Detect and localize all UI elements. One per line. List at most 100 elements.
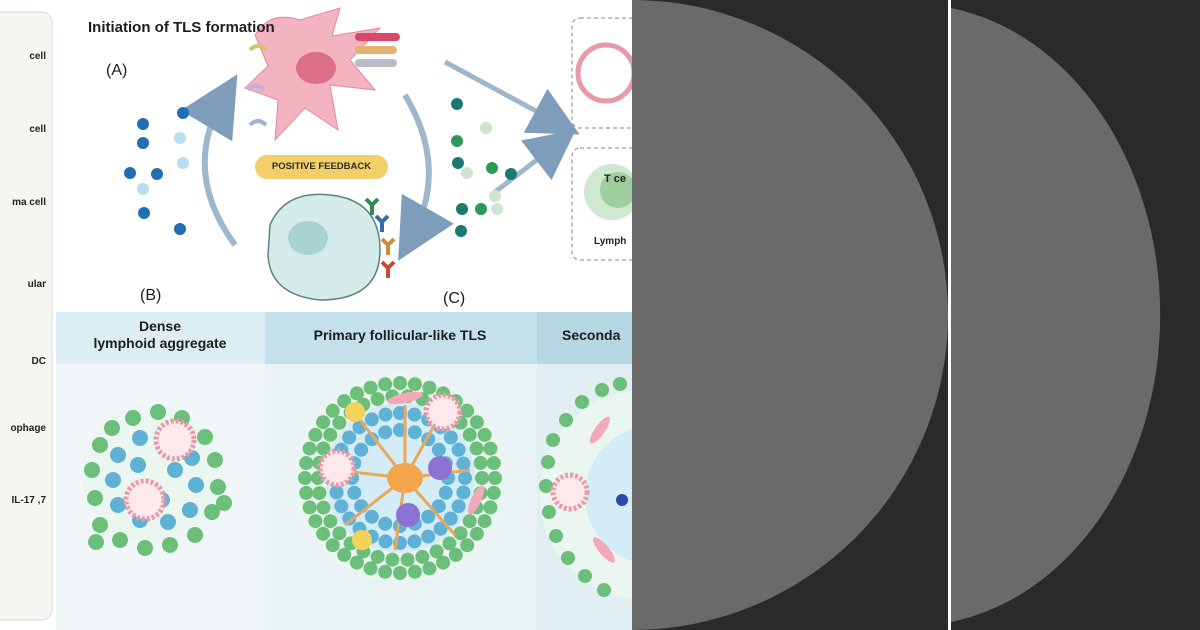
cell-dot xyxy=(329,485,344,500)
cell-dot xyxy=(334,499,349,514)
panel-a-label: (A) xyxy=(106,62,128,79)
cell-dot xyxy=(385,552,400,567)
placeholder-divider xyxy=(948,0,951,630)
feedback-arrow-right xyxy=(398,93,454,261)
dense-aggregate xyxy=(82,404,232,556)
cell-dot xyxy=(299,485,314,500)
legend-label-4: ular xyxy=(27,279,46,290)
cell-dot xyxy=(436,555,451,570)
receptor-3 xyxy=(248,119,268,127)
cell-dot xyxy=(477,427,492,442)
cell-dot xyxy=(325,538,340,553)
placeholder-shape-2 xyxy=(951,8,1161,622)
tcell-label: T ce xyxy=(604,173,627,185)
cell-dot xyxy=(407,564,422,579)
cell-dot xyxy=(325,403,340,418)
cell-dot xyxy=(349,386,364,401)
cell-dot xyxy=(316,415,331,430)
cell-dot xyxy=(347,485,362,500)
cell-dot xyxy=(421,529,436,544)
cell-dot xyxy=(370,392,385,407)
legend-label-6: ophage xyxy=(10,423,46,434)
cell-dot xyxy=(378,377,393,392)
cell-dot xyxy=(422,380,437,395)
cell-dot xyxy=(458,471,472,485)
cell-dot xyxy=(400,552,415,567)
legend-label-2: cell xyxy=(29,124,46,135)
cell-dot xyxy=(443,430,458,445)
cell-dot xyxy=(407,407,422,422)
cell-dot xyxy=(462,514,477,529)
cell-dot xyxy=(451,442,466,457)
cell-dot xyxy=(438,485,453,500)
arrow-to-vessel xyxy=(443,59,580,135)
legend-box xyxy=(0,11,53,621)
cell-dot xyxy=(363,380,378,395)
cell-dot xyxy=(488,471,502,485)
chemokine-dots-blue xyxy=(124,107,189,235)
chemokine-dots-green xyxy=(451,98,517,237)
legend-label-3: ma cell xyxy=(12,197,46,208)
figure-artwork xyxy=(0,7,632,630)
cell-dot xyxy=(393,566,407,580)
tcell-nucleus xyxy=(600,172,632,208)
cell-dot xyxy=(407,377,422,392)
stage-secondary-title: Seconda xyxy=(562,327,621,343)
cell-dot xyxy=(431,499,446,514)
feedback-arrow-left xyxy=(180,74,238,247)
cell-dot xyxy=(407,425,422,440)
cell-dot xyxy=(364,412,379,427)
cell-dot xyxy=(378,425,393,440)
cell-dot xyxy=(443,511,458,526)
cell-dot xyxy=(462,427,477,442)
cell-dot xyxy=(308,514,323,529)
cell-dot xyxy=(302,500,317,515)
cell-dot xyxy=(407,534,422,549)
receptor-1 xyxy=(248,44,268,52)
cell-dot xyxy=(456,456,471,471)
placeholder-shape-1 xyxy=(632,0,948,630)
cell-dot xyxy=(312,486,327,501)
legend-label-5: DC xyxy=(31,356,46,367)
cell-dot xyxy=(302,441,317,456)
cell-dot xyxy=(354,442,369,457)
cell-dot xyxy=(316,500,331,515)
cell-dot xyxy=(486,456,501,471)
dashed-box-vessel xyxy=(571,17,632,129)
cell-dot xyxy=(378,516,393,531)
cell-dot xyxy=(421,509,436,524)
antibodies xyxy=(364,197,396,278)
figure-title: Initiation of TLS formation xyxy=(88,19,275,36)
cell-dot xyxy=(337,547,352,562)
positive-feedback-badge: POSITIVE FEEDBACK xyxy=(255,155,388,179)
b-cell-nucleus xyxy=(288,221,328,255)
cell-dot xyxy=(473,455,488,470)
vessel-ring xyxy=(575,42,632,104)
primary-tls xyxy=(295,373,505,583)
cell-dot xyxy=(308,427,323,442)
cell-dot xyxy=(364,509,379,524)
cell-dot xyxy=(460,538,475,553)
cell-dot xyxy=(483,441,498,456)
cell-dot xyxy=(456,485,471,500)
stage-banner-secondary xyxy=(537,312,632,364)
dashed-box-lymphocyte xyxy=(571,147,632,261)
cell-dot xyxy=(342,511,357,526)
legend-label-7: 7, IL-17 xyxy=(11,495,46,506)
cell-dot xyxy=(422,561,437,576)
cell-dot xyxy=(316,526,331,541)
cell-dot xyxy=(433,521,448,536)
cell-dot xyxy=(337,394,352,409)
cell-dot xyxy=(475,471,489,485)
cell-dot xyxy=(378,407,393,422)
cell-dot xyxy=(448,547,463,562)
stage-primary-title: Primary follicular-like TLS xyxy=(313,327,487,343)
cell-dot xyxy=(363,561,378,576)
stage-dense-title: Dense lymphoid aggregate xyxy=(93,318,227,351)
receptor-chain xyxy=(355,33,400,67)
cell-dot xyxy=(323,514,338,529)
cell-dot xyxy=(393,376,407,390)
arrow-to-lymphocyte xyxy=(493,129,576,194)
lymph-label: Lymph xyxy=(594,236,627,247)
secondary-tls xyxy=(539,377,632,600)
